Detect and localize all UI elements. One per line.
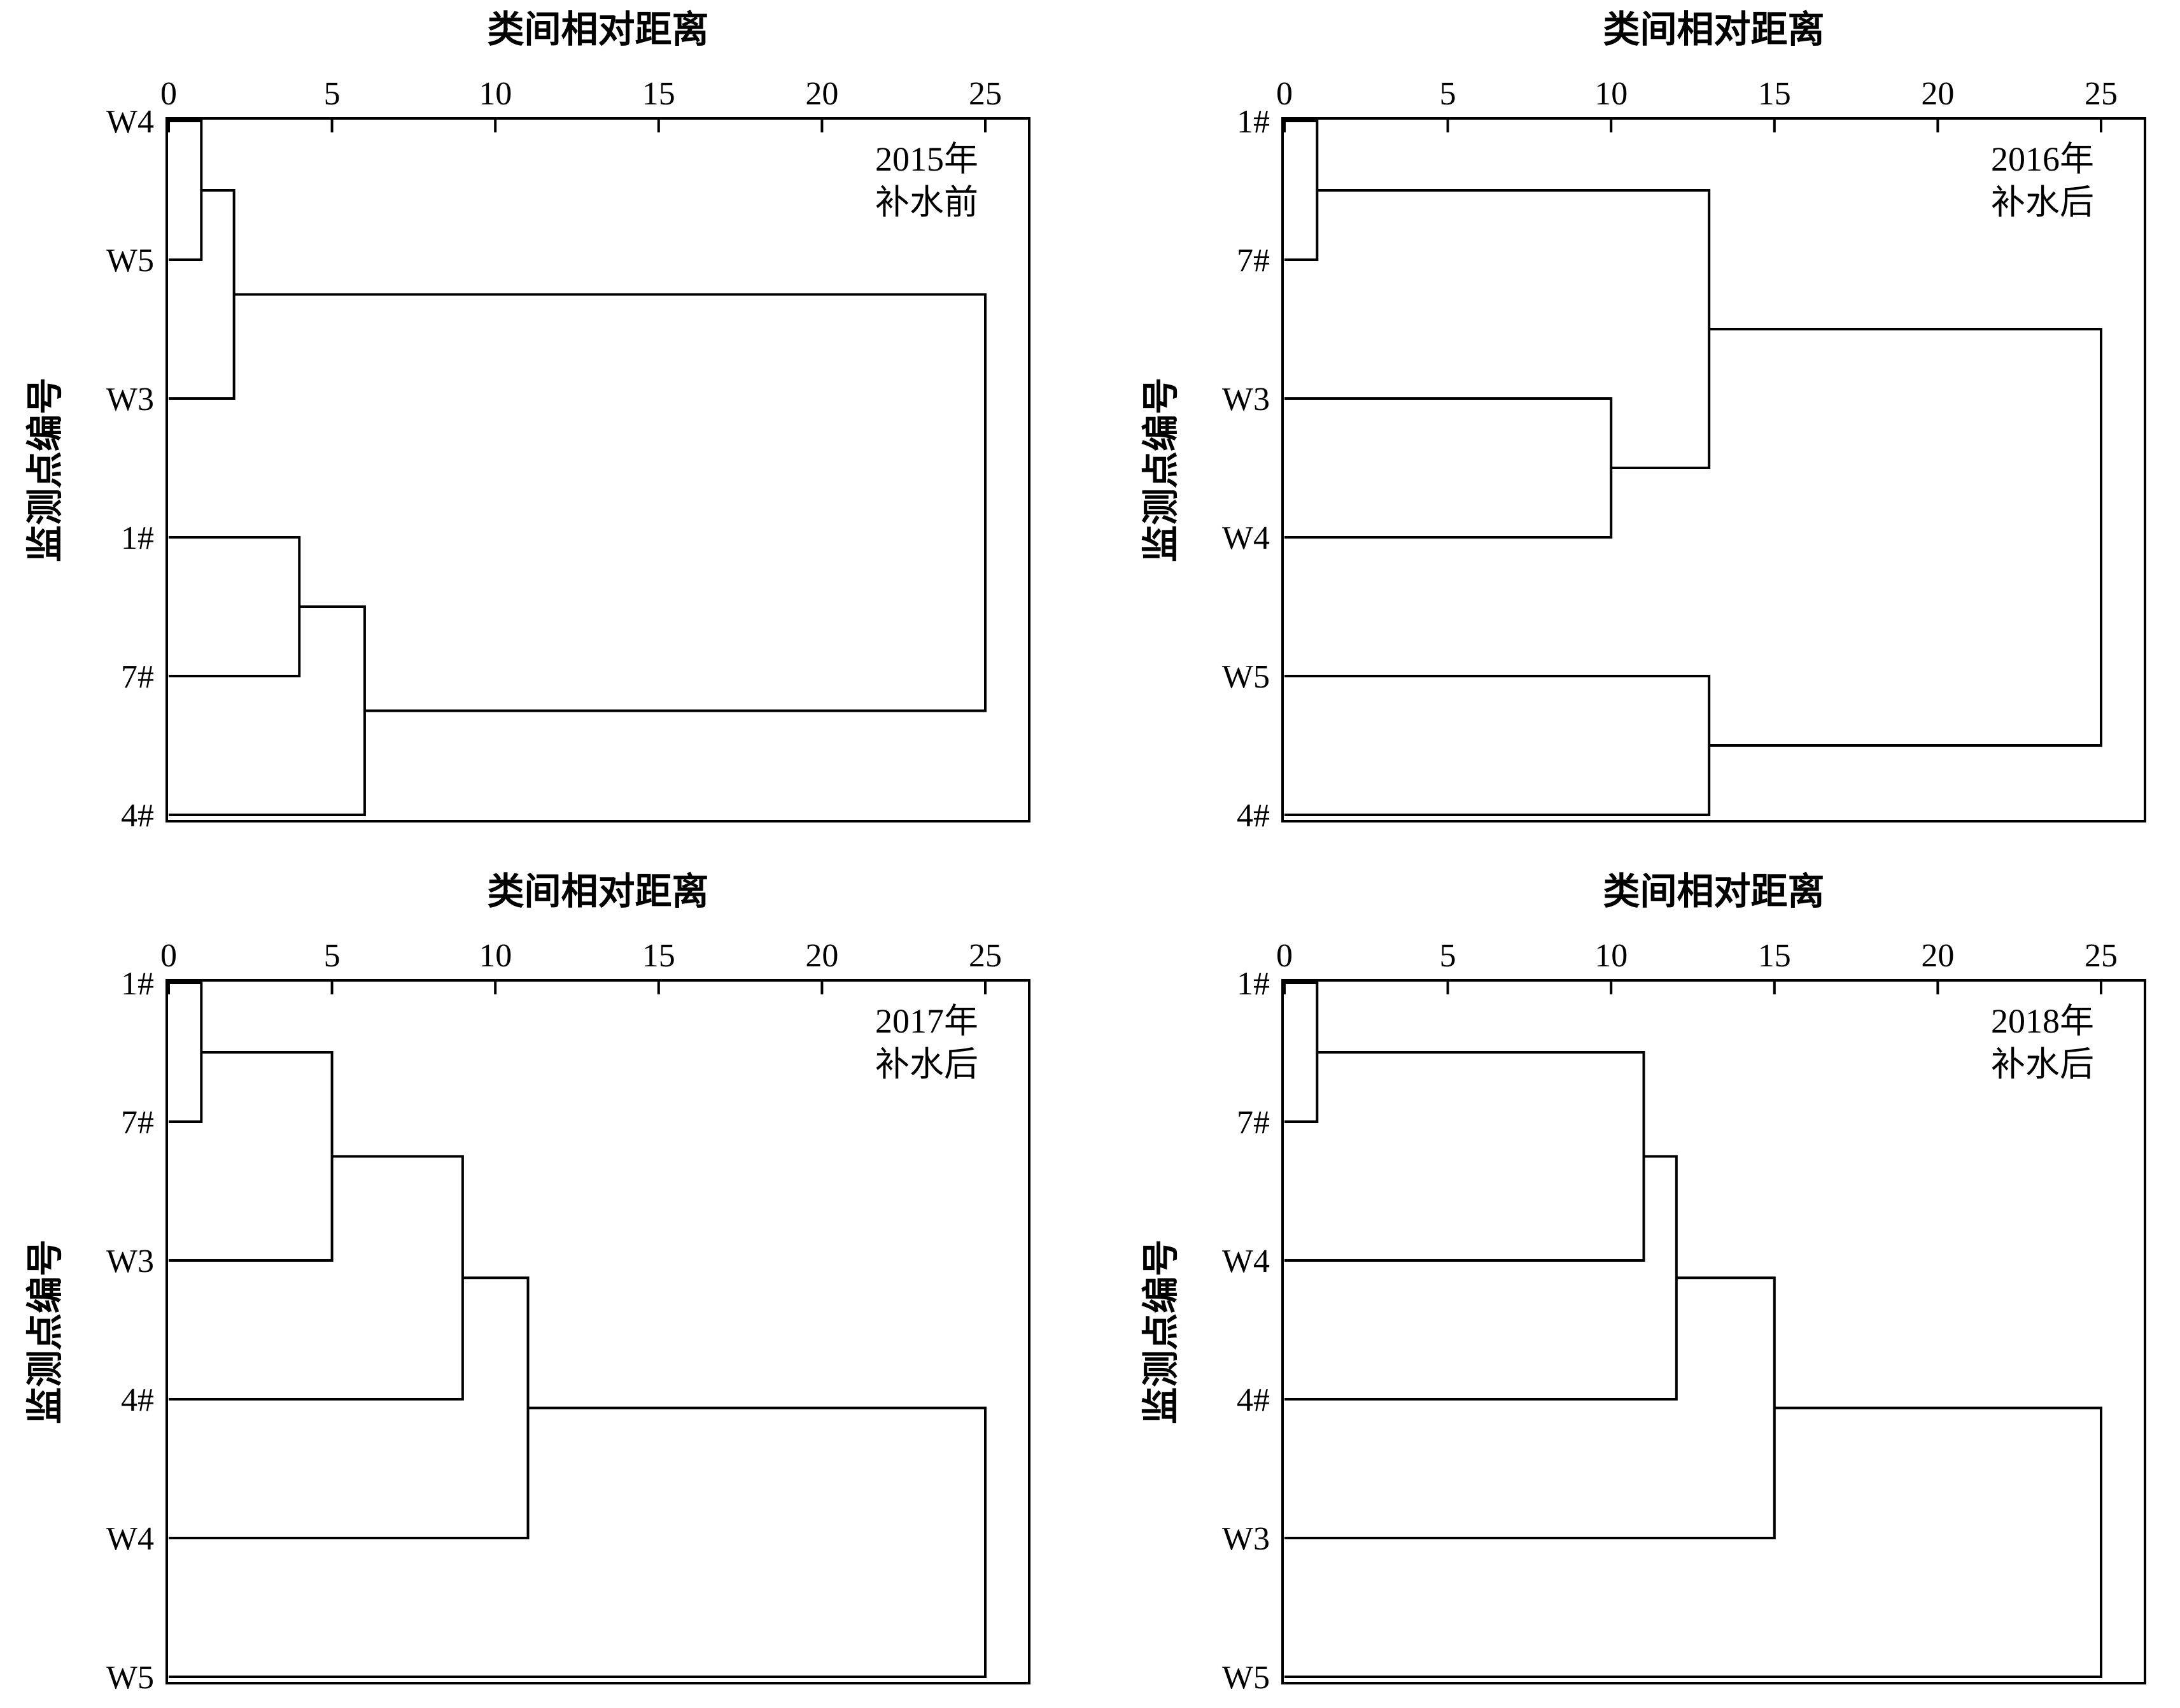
dendrogram-link	[1284, 1051, 1645, 1262]
y-axis-title: 监测点编号	[24, 378, 66, 562]
dendrogram-link	[169, 1276, 530, 1539]
leaf-label: W5	[1222, 659, 1270, 695]
x-tick-label: 5	[1440, 76, 1456, 112]
x-tick-label: 0	[1276, 938, 1293, 974]
plot-frame	[1281, 979, 2146, 1684]
leaf-label: 1#	[1237, 966, 1270, 1002]
dendrogram-link	[1284, 1155, 1678, 1401]
leaf-label: W4	[106, 1521, 154, 1557]
dendrogram-link	[1284, 120, 1319, 261]
leaf-label: W3	[1222, 1521, 1270, 1557]
x-axis-title: 类间相对距离	[1603, 9, 1824, 50]
dendrogram-link	[1284, 1276, 1776, 1539]
panel-annotation: 2015年	[875, 140, 978, 178]
leaf-label: 7#	[1237, 1105, 1270, 1141]
x-tick-label: 0	[1276, 76, 1293, 112]
x-tick-label: 25	[969, 76, 1002, 112]
leaf-label: 4#	[121, 1382, 154, 1418]
leaf-label: W4	[106, 104, 154, 140]
x-tick-label: 25	[2085, 76, 2118, 112]
x-tick-label: 15	[642, 938, 675, 974]
panel-annotation: 补水后	[1991, 1045, 2094, 1083]
x-axis-title: 类间相对距离	[1603, 871, 1824, 912]
leaf-label: W4	[1222, 1243, 1270, 1280]
x-tick-label: 25	[969, 938, 1002, 974]
dendrogram-link	[169, 605, 366, 816]
leaf-label: 7#	[121, 659, 154, 695]
x-tick-label: 5	[1440, 938, 1456, 974]
y-axis-title: 监测点编号	[1140, 378, 1181, 562]
x-tick-label: 20	[1921, 938, 1954, 974]
leaf-label: 7#	[1237, 243, 1270, 279]
x-axis-title: 类间相对距离	[487, 871, 708, 912]
x-tick-label: 10	[479, 938, 512, 974]
x-tick-label: 10	[1594, 76, 1628, 112]
plot-frame	[165, 979, 1030, 1684]
x-tick-label: 15	[642, 76, 675, 112]
x-axis-title: 类间相对距离	[487, 9, 708, 50]
leaf-label: W5	[106, 1660, 154, 1696]
x-tick-label: 0	[160, 76, 177, 112]
dendrogram-link	[1284, 397, 1613, 539]
x-tick-label: 10	[479, 76, 512, 112]
panel-annotation: 补水前	[875, 183, 978, 222]
dendrogram-link	[1284, 1406, 2102, 1678]
panel-annotation: 2017年	[875, 1002, 978, 1040]
leaf-label: 4#	[1237, 1382, 1270, 1418]
panel-annotation: 补水后	[1991, 183, 2094, 222]
x-tick-label: 5	[324, 938, 341, 974]
leaf-label: 4#	[121, 798, 154, 834]
x-tick-label: 25	[2085, 938, 2118, 974]
panel-annotation: 补水后	[875, 1045, 978, 1083]
dendrogram-link	[1317, 189, 1711, 469]
x-tick-label: 0	[160, 938, 177, 974]
plot-frame	[1281, 117, 2146, 822]
y-axis-title: 监测点编号	[1140, 1239, 1181, 1424]
dendrogram-link	[169, 1155, 464, 1401]
panel-annotation: 2016年	[1991, 140, 2094, 178]
dendrogram-link	[1284, 675, 1711, 816]
dendrogram-link	[169, 120, 203, 261]
x-tick-label: 5	[324, 76, 341, 112]
leaf-label: W3	[106, 381, 154, 418]
dendrogram-link	[169, 536, 301, 677]
x-tick-label: 20	[1921, 76, 1954, 112]
plot-frame	[165, 117, 1030, 822]
x-tick-label: 15	[1758, 76, 1791, 112]
leaf-label: 7#	[121, 1105, 154, 1141]
leaf-label: W5	[106, 243, 154, 279]
dendrogram-link	[169, 982, 203, 1123]
dendrogram-link	[169, 1406, 987, 1678]
leaf-label: W3	[1222, 381, 1270, 418]
leaf-label: W5	[1222, 1660, 1270, 1696]
leaf-label: 1#	[1237, 104, 1270, 140]
leaf-label: W3	[106, 1243, 154, 1280]
panel-annotation: 2018年	[1991, 1002, 2094, 1040]
dendrogram-link	[1284, 982, 1319, 1123]
dendrogram-link	[1709, 328, 2102, 747]
x-tick-label: 20	[805, 938, 838, 974]
dendrogram-link	[234, 293, 987, 712]
x-tick-label: 15	[1758, 938, 1791, 974]
leaf-label: 1#	[121, 966, 154, 1002]
y-axis-title: 监测点编号	[24, 1239, 66, 1424]
leaf-label: 1#	[121, 520, 154, 556]
dendrogram-link	[169, 1051, 334, 1262]
x-tick-label: 10	[1594, 938, 1628, 974]
leaf-label: W4	[1222, 520, 1270, 556]
leaf-label: 4#	[1237, 798, 1270, 834]
x-tick-label: 20	[805, 76, 838, 112]
